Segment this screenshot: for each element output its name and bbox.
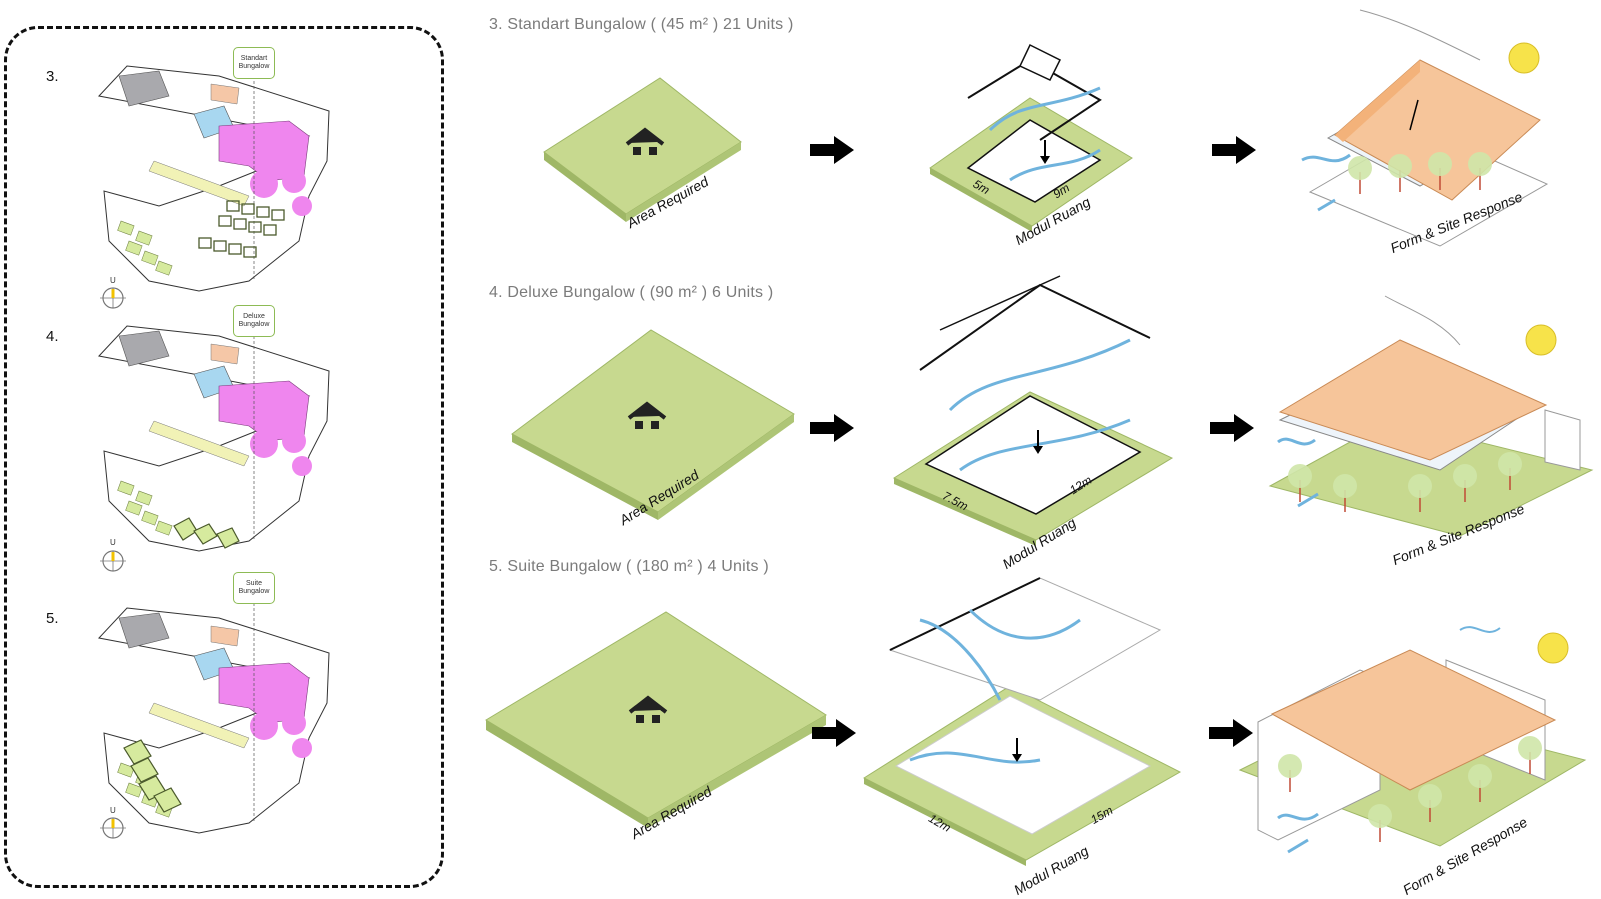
compass-letter: U: [110, 276, 116, 285]
area-required-slab-3: [543, 77, 742, 222]
compass-letter: U: [110, 538, 116, 547]
site-plan-4: [98, 315, 330, 552]
site-plan-number: 4.: [46, 328, 59, 345]
form-response-5: [1238, 626, 1587, 854]
site-plan-number: 3.: [46, 68, 59, 85]
right-arrow-icon: [1212, 136, 1256, 164]
site-plan-tag: Standart Bungalow: [233, 47, 275, 79]
tree-icon: [1367, 803, 1393, 843]
form-response-3: [1301, 9, 1549, 247]
tag-line: Suite: [246, 580, 262, 587]
right-arrow-icon: [810, 136, 854, 164]
right-arrow-icon: [1210, 414, 1254, 442]
module-diagram-5: [862, 577, 1182, 866]
module-diagram-4: [892, 275, 1174, 546]
site-plan-number: 5.: [46, 610, 59, 627]
row-title: 3. Standart Bungalow ( (45 m² ) 21 Units…: [489, 16, 794, 33]
site-plan-5: [98, 597, 330, 834]
compass-letter: U: [110, 806, 116, 815]
module-diagram-3: [929, 43, 1133, 232]
row-title: 5. Suite Bungalow ( (180 m² ) 4 Units ): [489, 558, 769, 575]
site-plan-3: [98, 55, 330, 292]
right-arrow-icon: [1209, 719, 1253, 747]
row-title: 4. Deluxe Bungalow ( (90 m² ) 6 Units ): [489, 284, 774, 301]
tag-line: Bungalow: [238, 63, 270, 70]
right-arrow-icon: [810, 414, 854, 442]
tag-line: Bungalow: [238, 321, 270, 328]
tag-line: Bungalow: [238, 588, 270, 595]
form-response-4: [1268, 295, 1594, 537]
site-plan-panel: [4, 26, 444, 888]
site-plan-tag: Deluxe Bungalow: [233, 305, 275, 337]
tag-line: Deluxe: [243, 313, 265, 320]
tag-line: Standart: [240, 55, 268, 62]
site-plan-tag: Suite Bungalow: [233, 572, 275, 604]
